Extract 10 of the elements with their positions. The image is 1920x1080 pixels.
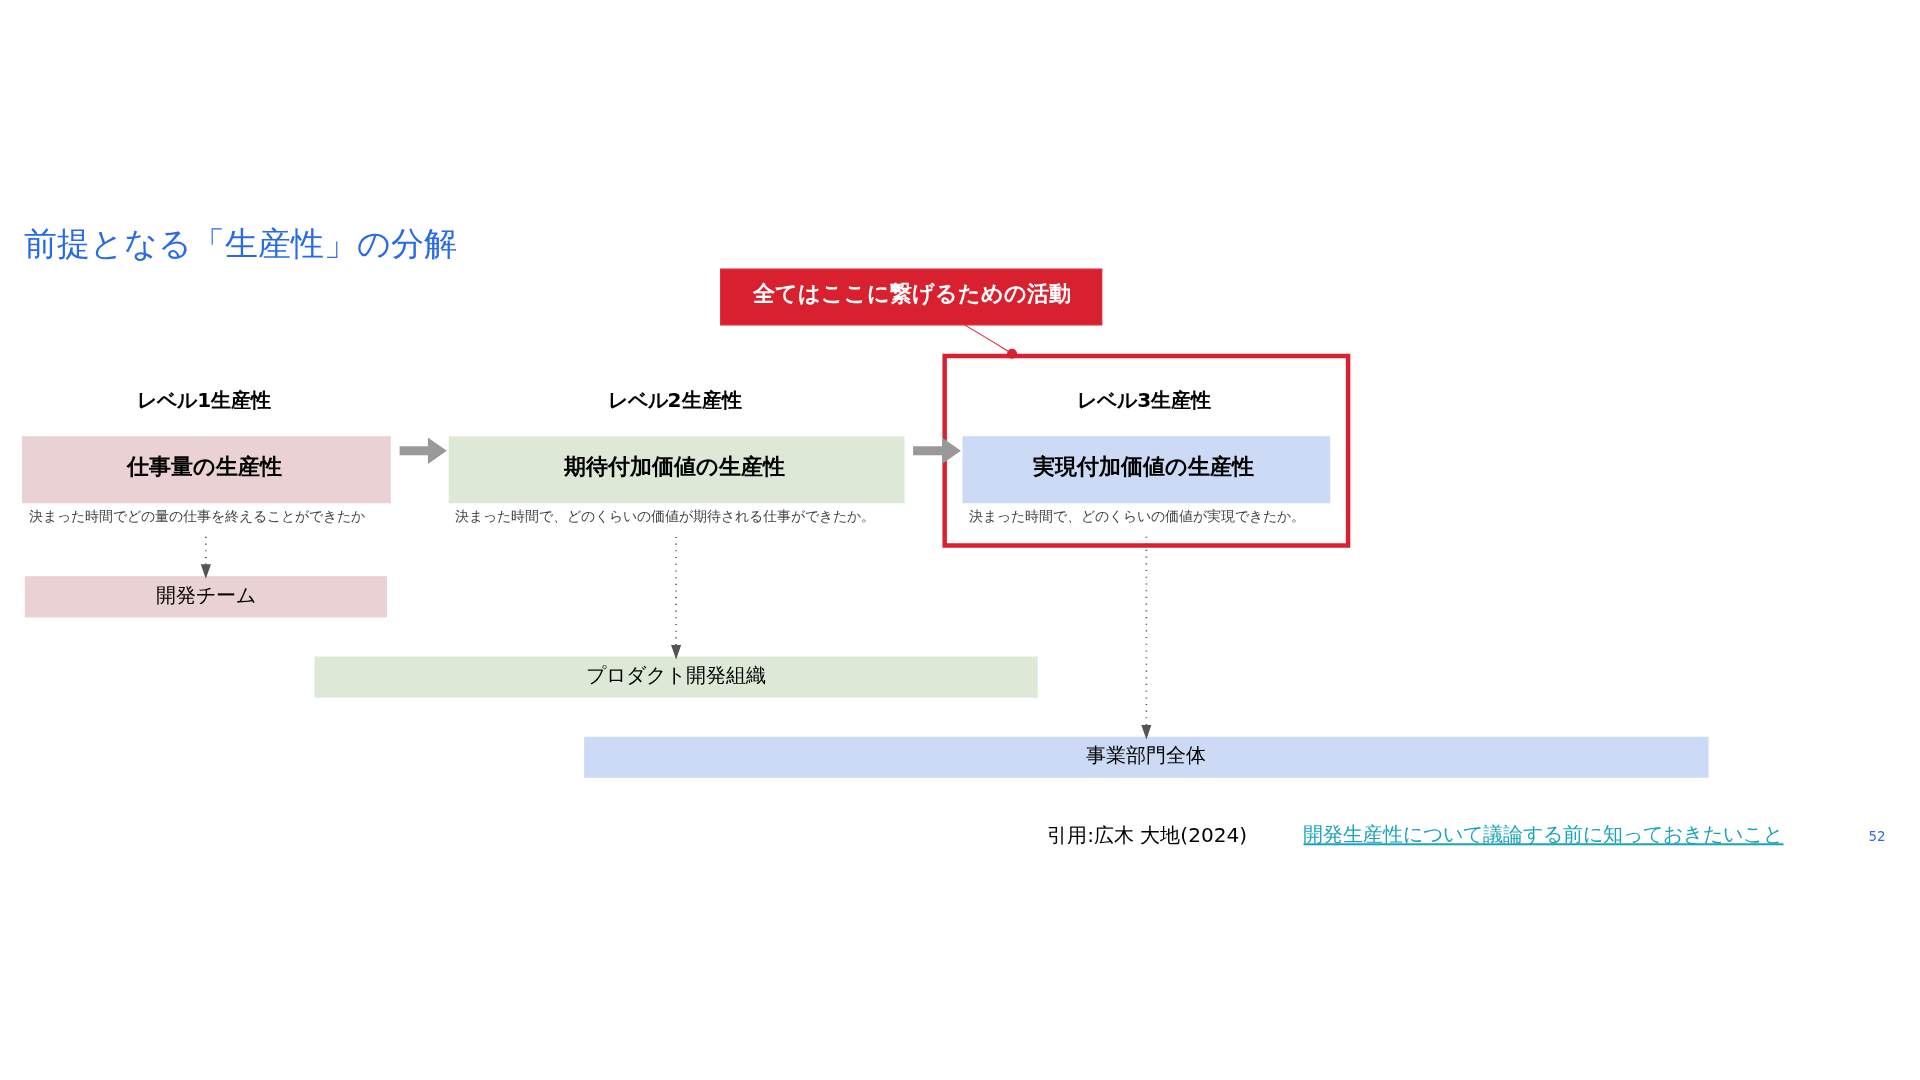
diagram-title: 前提となる「生産性」の分解 [24, 223, 458, 263]
label: 開発生産性について議論する前に知っておきたいこと [1303, 821, 1784, 846]
label: 引用:広木 大地(2024) [1047, 822, 1247, 847]
label: 52 [1868, 828, 1886, 844]
node-label: 決まった時間で、どのくらいの価値が期待される仕事ができたか。 [455, 507, 876, 524]
node-label: 決まった時間でどの量の仕事を終えることができたか [28, 507, 365, 524]
node-label: レベル3生産性 [1077, 387, 1212, 412]
node-label: レベル1生産性 [137, 387, 272, 412]
node-label: レベル2生産性 [607, 387, 742, 412]
node-label: 決まった時間で、どのくらいの価値が実現できたか。 [969, 507, 1306, 524]
